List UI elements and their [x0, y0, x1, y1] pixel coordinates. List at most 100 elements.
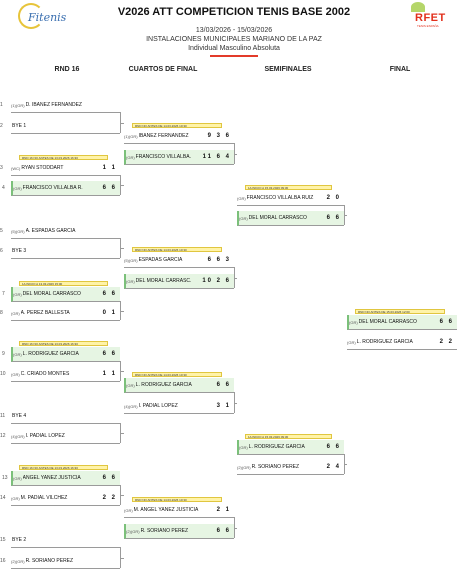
player-name: I. PADIAL LOPEZ	[138, 403, 178, 409]
player-name: C. CRIADO MONTES	[20, 371, 70, 377]
match-schedule-badge: RND 16 NO ANTES DE 13.03.2026 16:30	[19, 465, 108, 470]
player-slot[interactable]: 16(2)(GR)R. SORIANO PEREZ	[0, 554, 120, 569]
player-name: L. RODRIGUEZ GARCIA	[22, 351, 79, 357]
player-seed: (GR)	[13, 351, 22, 357]
player-name: BYE 2	[12, 537, 27, 543]
match-score: 0 1	[102, 310, 117, 316]
player-slot[interactable]: (4)(GR)I. PADIAL LOPEZ 3 1	[124, 399, 234, 414]
round-header-r16: RND 16	[54, 66, 80, 73]
bracket-connector	[234, 527, 237, 529]
player-name: D. IBAÑEZ FERNANDEZ	[25, 102, 82, 108]
bracket-connector	[120, 122, 124, 124]
bracket-connector	[120, 371, 124, 372]
match-score: 6 6	[439, 319, 454, 325]
player-slot[interactable]: (GR)DEL MORAL CARRASC.10 2 6	[124, 274, 234, 289]
page-title: V2026 ATT COMPETICION TENIS BASE 2002	[117, 6, 351, 18]
player-name: M. PADIAL VILCHEZ	[20, 495, 68, 501]
match-score: 6 6	[102, 351, 117, 357]
player-name: L. RODRIGUEZ GARCIA	[135, 382, 192, 388]
player-slot[interactable]: 12(4)(GR)I. PADIAL LOPEZ	[0, 429, 120, 444]
match-schedule-badge: 1A INICIO A 15.03.2026 09:30	[245, 185, 332, 190]
draw-position: 16	[0, 558, 6, 564]
match-score: 6 6	[102, 291, 117, 297]
match-score: 6 6	[216, 382, 231, 388]
player-seed: (4)(GR)	[11, 433, 25, 439]
match-score: 1 1	[102, 371, 117, 377]
player-name: R. SORIANO PEREZ	[25, 558, 74, 564]
logo-right-subtext: TENIS ESPAÑA	[417, 24, 439, 28]
player-seed: (GR)	[347, 339, 356, 345]
bracket-connector	[120, 310, 124, 312]
draw-position: 12	[0, 433, 6, 439]
player-name: A. ESPADAS GARCIA	[25, 228, 76, 234]
player-name: DEL MORAL CARRASCO	[358, 319, 417, 325]
draw-position: 8	[0, 310, 3, 316]
match-schedule-badge: RND NO ANTES DE 14.03.2026 10:30	[132, 372, 222, 377]
player-slot[interactable]: 4(GR)FRANCISCO VILLALBA R.6 6	[2, 181, 120, 196]
match-score: 3 1	[216, 403, 231, 409]
match-score: 6 6	[102, 185, 117, 191]
player-slot[interactable]: (GR)FRANCISCO VILLALBA.11 6 4	[124, 150, 234, 165]
bracket-connector	[344, 215, 347, 216]
player-seed: (4)(GR)	[124, 403, 138, 409]
match-score: 6 6	[326, 444, 341, 450]
match-score: 2 1	[216, 507, 231, 513]
player-name: ESPADAS GARCIA	[138, 257, 183, 263]
bracket-connector	[120, 433, 124, 434]
draw-position: 11	[0, 413, 6, 419]
player-seed: (GR)	[13, 185, 22, 191]
logo-left-text: Fitenis	[28, 11, 67, 24]
player-seed: (2)(GR)	[126, 528, 140, 534]
draw-position: 9	[2, 351, 5, 357]
tournament-dates: 13/03/2026 - 15/03/2026	[195, 27, 273, 34]
player-seed: (2)(GR)	[237, 464, 251, 470]
player-slot[interactable]: 5(5)(GR)A. ESPADAS GARCIA	[0, 224, 120, 239]
draw-position: 2	[0, 123, 3, 129]
player-seed: (GR)	[126, 278, 135, 284]
player-seed: (5)(GR)	[11, 228, 25, 234]
logo-ring-icon	[18, 3, 44, 29]
bracket-connector	[344, 464, 347, 465]
player-seed: (1)(GR)	[124, 133, 138, 139]
player-name: A. PEREZ BALLESTA	[20, 310, 70, 316]
player-seed: (GR)	[126, 382, 135, 388]
player-slot[interactable]: (GR)L. RODRIGUEZ GARCIA 6 6	[124, 378, 234, 393]
draw-position: 6	[0, 248, 3, 254]
draw-position: 10	[0, 371, 6, 377]
player-slot[interactable]: 9 (GR)L. RODRIGUEZ GARCIA 6 6	[2, 347, 120, 362]
match-schedule-badge: RND NO ANTES DE 14.03.2026 10:30	[132, 247, 222, 252]
player-seed: (GR)	[11, 495, 20, 501]
player-seed: (GR)	[349, 319, 358, 325]
player-name: L. RODRIGUEZ GARCIA	[356, 339, 413, 345]
draw-position: 13	[2, 475, 8, 481]
fitenis-logo: Fitenis	[14, 3, 66, 29]
draw-position: 3	[0, 165, 3, 171]
player-seed: (1)(GR)	[11, 102, 25, 108]
player-name: R. SORIANO PEREZ	[251, 464, 300, 470]
player-name: FRANCISCO VILLALBA.	[135, 154, 191, 160]
player-name: RYAN STODDART	[21, 165, 64, 171]
player-slot[interactable]: (GR)DEL MORAL CARRASCO 6 6	[347, 315, 457, 330]
player-slot[interactable]: 1(1)(GR)D. IBAÑEZ FERNANDEZ	[0, 98, 120, 113]
draw-position: 14	[0, 495, 6, 501]
draw-position: 7	[2, 291, 5, 297]
